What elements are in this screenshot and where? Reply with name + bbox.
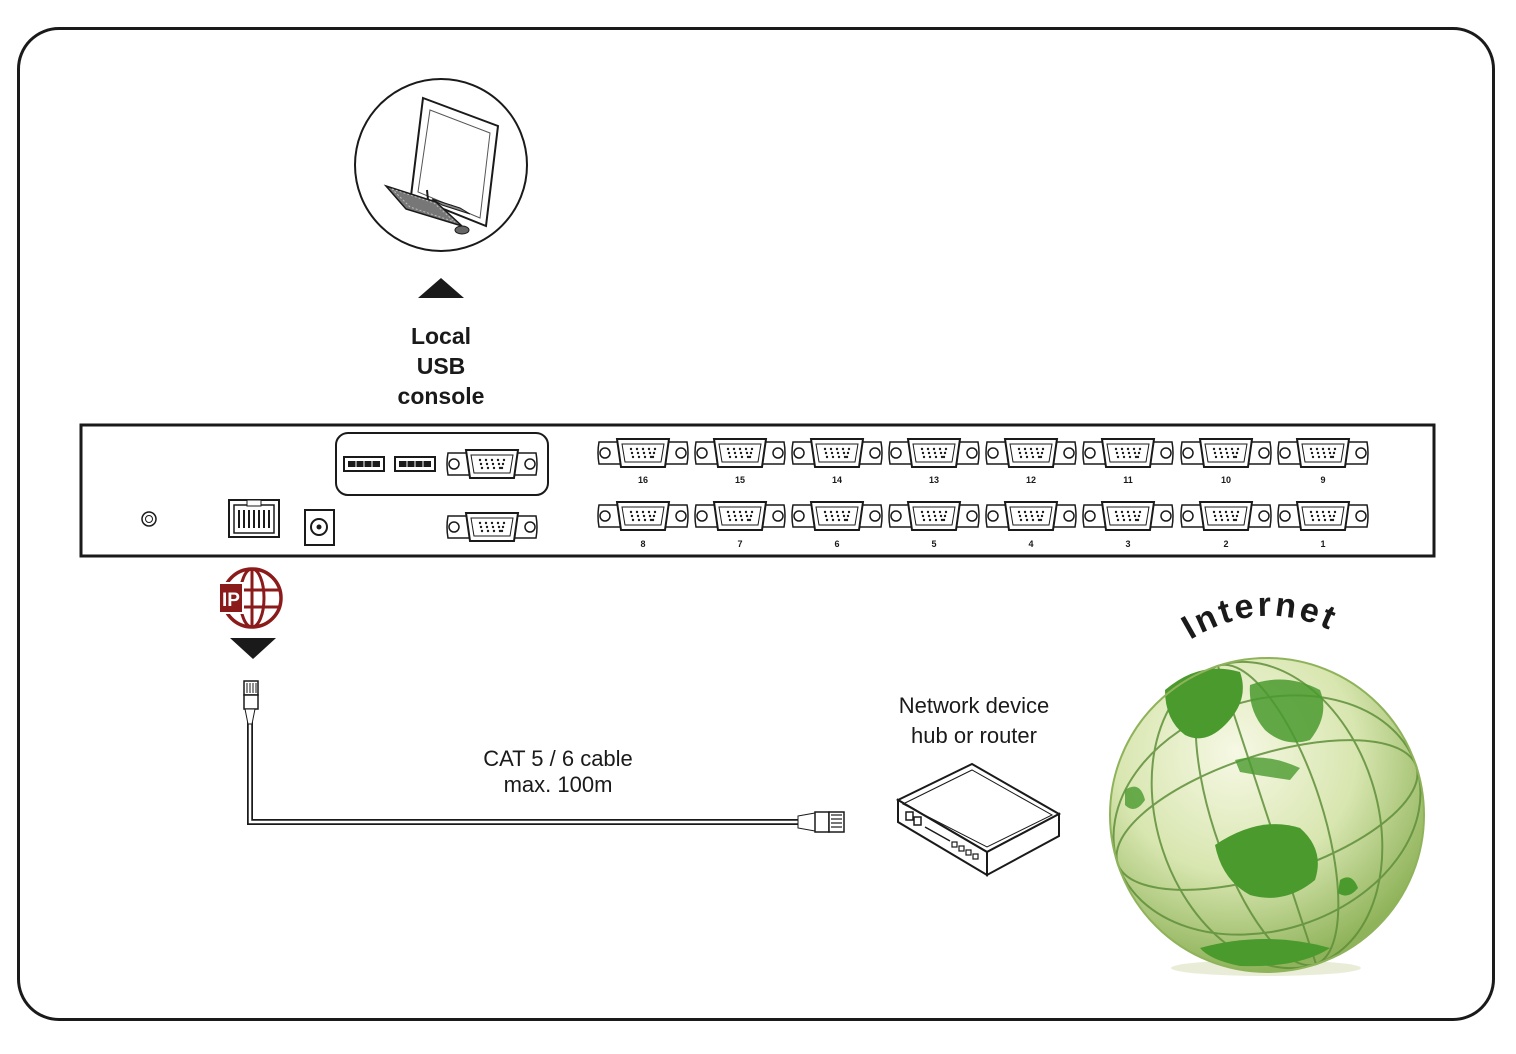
port-number-label: 2 xyxy=(1223,539,1228,549)
console-label-line: Local xyxy=(410,323,472,349)
console-label: Local USB console xyxy=(361,321,521,411)
rj45-port-icon xyxy=(228,499,280,538)
port-number-label: 3 xyxy=(1125,539,1130,549)
port-number-label: 9 xyxy=(1320,475,1325,485)
port-number-label: 8 xyxy=(640,539,645,549)
port-number-label: 7 xyxy=(737,539,742,549)
port-number-label: 10 xyxy=(1221,475,1231,485)
ip-globe-icon: IP xyxy=(218,567,283,629)
port-number-label: 16 xyxy=(638,475,648,485)
port-number-label: 4 xyxy=(1028,539,1033,549)
network-device-label: Network device hub or router xyxy=(864,691,1084,751)
port-number-label: 6 xyxy=(834,539,839,549)
cable-label-line: CAT 5 / 6 cable xyxy=(483,746,633,771)
power-jack-icon xyxy=(304,509,335,546)
cable-label-line: max. 100m xyxy=(503,772,613,797)
port-number-label: 14 xyxy=(832,475,842,485)
usb-port-icon xyxy=(394,456,436,472)
port-number-label: 12 xyxy=(1026,475,1036,485)
ground-screw-icon xyxy=(141,511,157,527)
down-arrow-icon xyxy=(230,638,276,659)
rj45-plug-icon xyxy=(797,811,845,833)
cable-label: CAT 5 / 6 cable max. 100m xyxy=(438,746,678,798)
rj45-plug-icon xyxy=(243,680,259,725)
console-port-group xyxy=(335,432,549,496)
internet-globe-icon xyxy=(1109,657,1425,976)
ip-badge-text: IP xyxy=(222,590,240,611)
usb-port-icon xyxy=(343,456,385,472)
port-number-label: 1 xyxy=(1320,539,1325,549)
diagram-frame xyxy=(17,27,1495,1021)
network-device-label-line: hub or router xyxy=(911,723,1037,748)
network-device-label-line: Network device xyxy=(898,693,1050,718)
router-icon xyxy=(895,762,1062,877)
network-cable xyxy=(247,722,800,825)
up-arrow-icon xyxy=(418,278,464,298)
port-number-label: 13 xyxy=(929,475,939,485)
console-label-line: console xyxy=(397,383,485,409)
port-number-label: 11 xyxy=(1123,475,1133,485)
internet-label: Internet xyxy=(1175,586,1343,647)
computer-icon xyxy=(354,78,528,252)
port-number-label: 5 xyxy=(931,539,936,549)
port-number-label: 15 xyxy=(735,475,745,485)
console-label-line: USB xyxy=(416,353,466,379)
